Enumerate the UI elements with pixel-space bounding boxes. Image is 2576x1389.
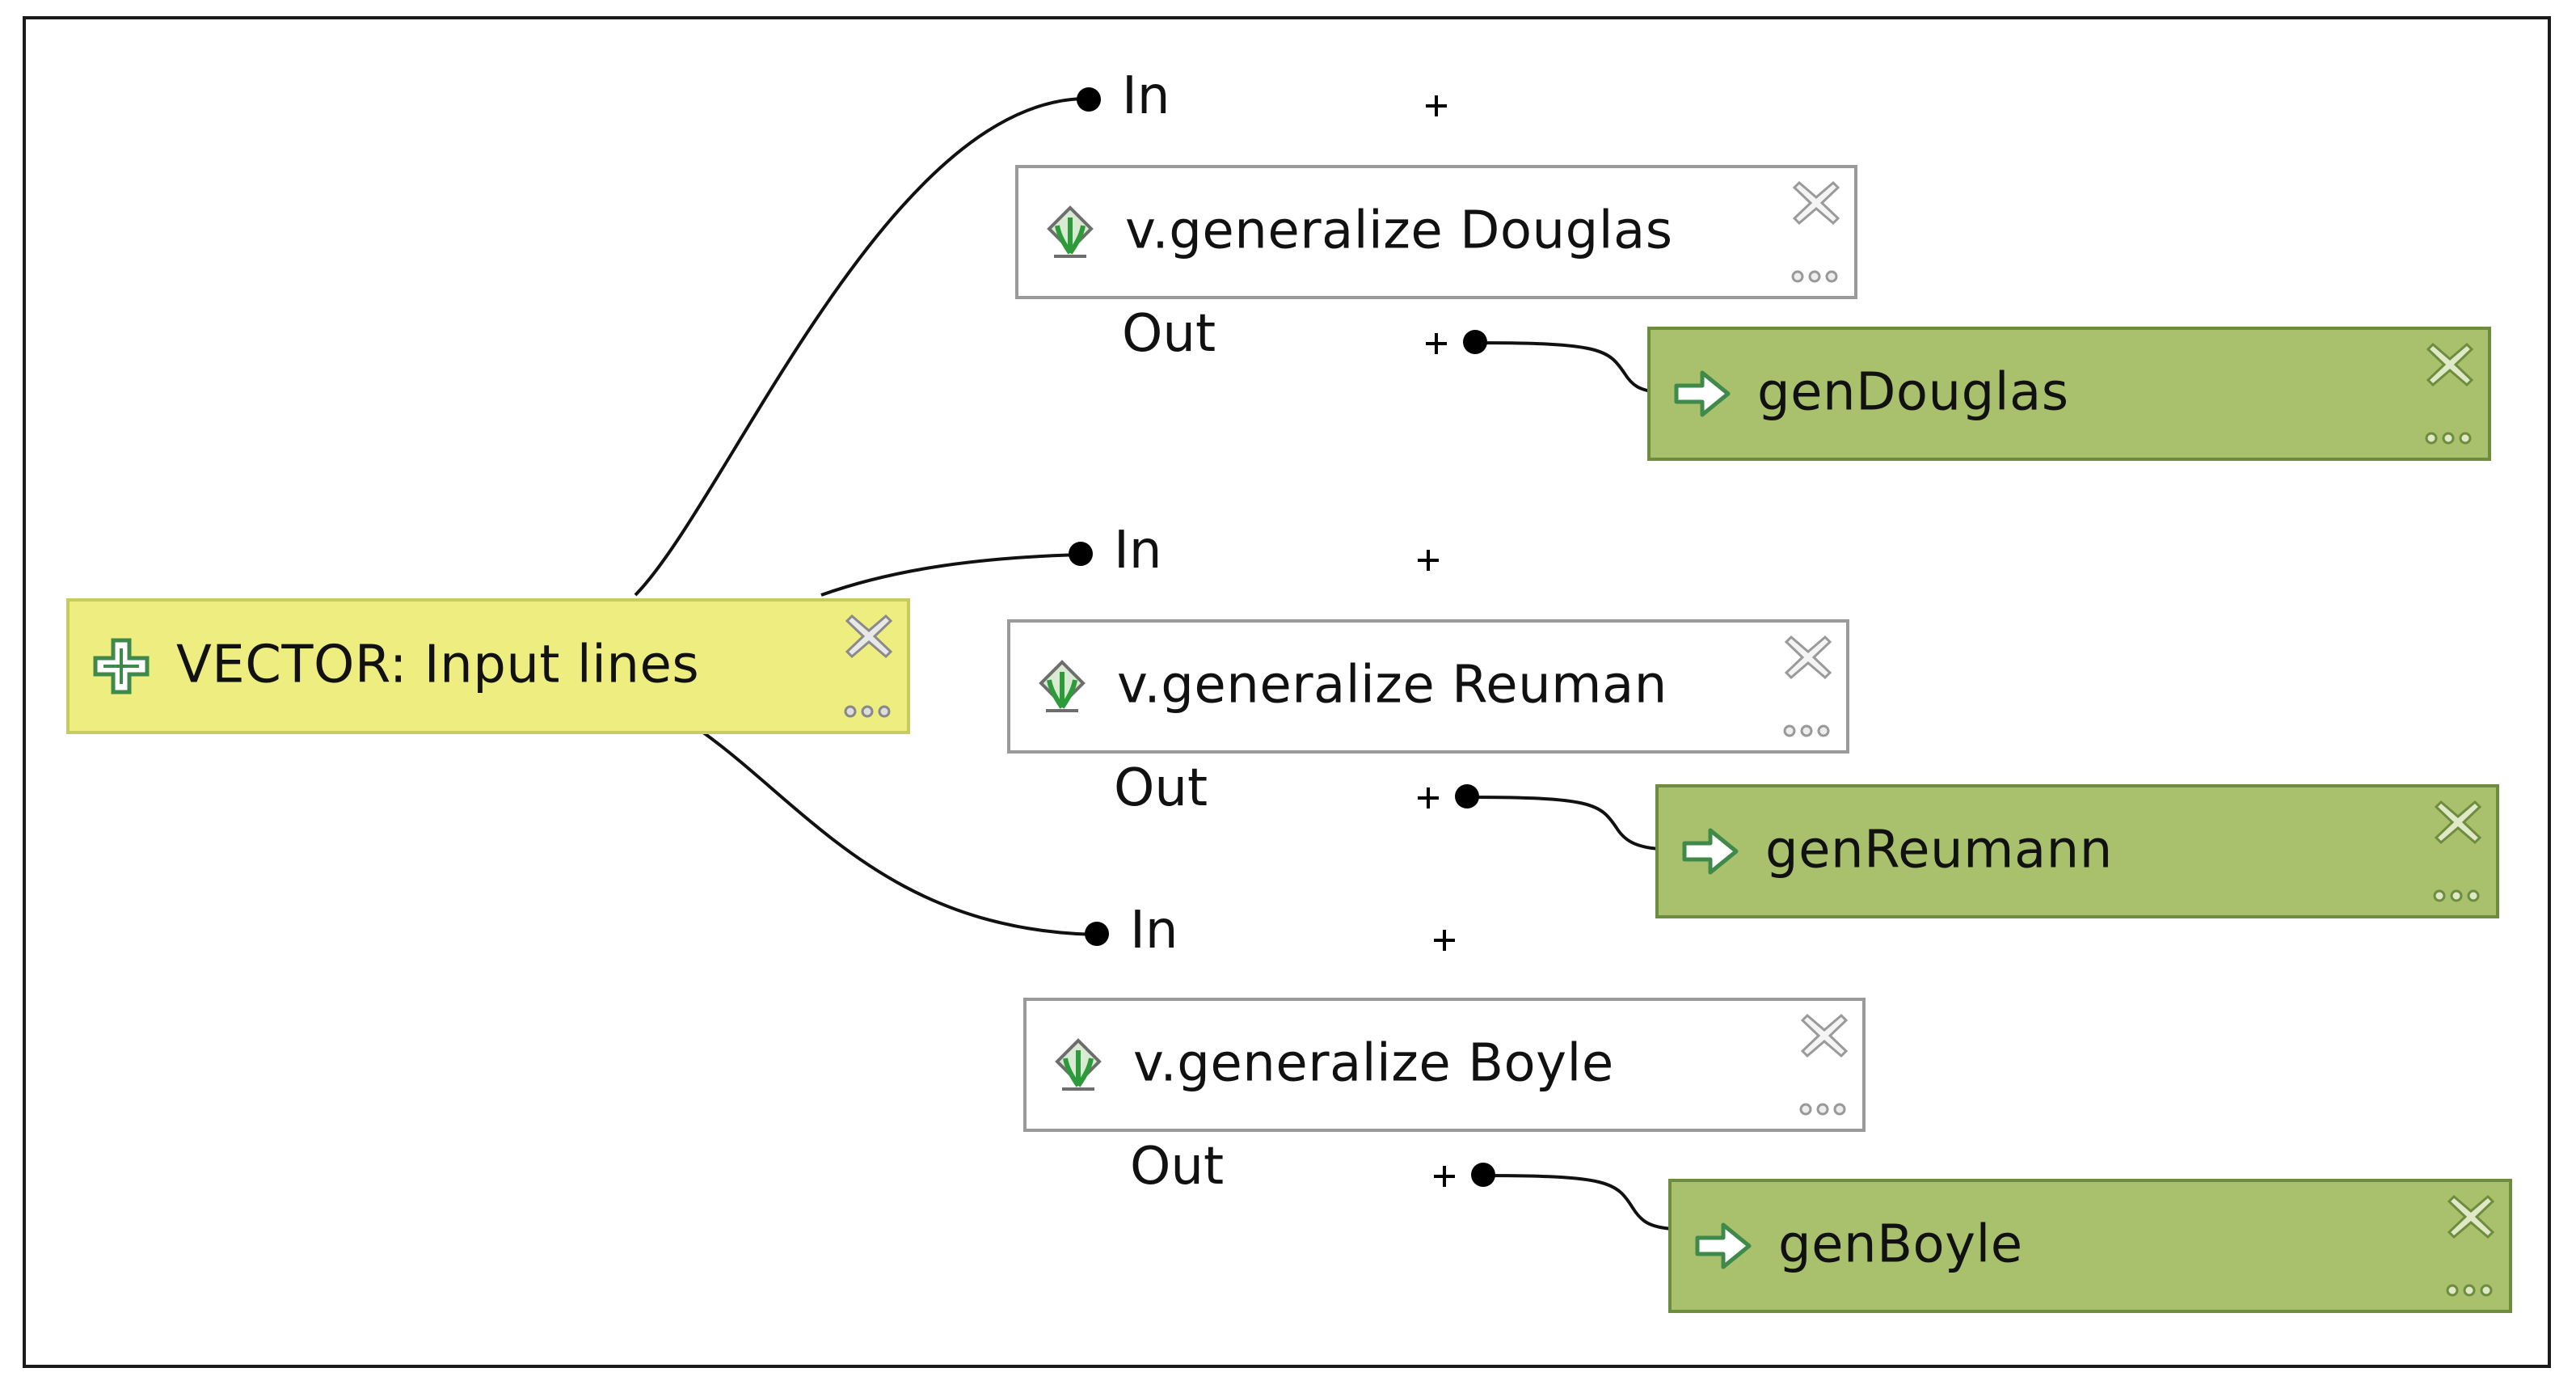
edit-node-more-icon[interactable] [2423,430,2473,446]
remove-node-icon[interactable] [2425,340,2475,390]
algorithm-node-label: v.generalize Reuman [1117,655,1667,716]
grass-icon [1047,205,1094,258]
edit-node-more-icon[interactable] [2431,888,2481,904]
output-node-label: genReumann [1765,820,2113,880]
in-port-dot-reuman[interactable] [1069,542,1093,566]
output-node-genboyle[interactable]: genBoyle [1668,1179,2512,1313]
in-port-label-douglas: In [1122,66,1170,126]
arrow-right-icon [1674,370,1731,417]
algorithm-node-reuman[interactable]: v.generalize Reuman [1007,619,1849,754]
in-port-label-reuman: In [1114,521,1162,581]
edit-node-more-icon[interactable] [1798,1101,1848,1117]
remove-node-icon[interactable] [1799,1011,1849,1061]
remove-node-icon[interactable] [1783,632,1833,682]
add-output-plus-icon[interactable] [1414,784,1442,812]
in-port-dot-boyle[interactable] [1085,922,1109,946]
output-node-label: genDouglas [1757,362,2069,423]
add-input-plus-icon[interactable] [1431,927,1458,954]
output-node-genreumann[interactable]: genReumann [1655,784,2499,918]
out-port-dot-boyle[interactable] [1471,1163,1495,1187]
arrow-right-icon [1695,1222,1752,1269]
remove-node-icon[interactable] [1791,178,1841,228]
input-node-label: VECTOR: Input lines [176,635,700,695]
algorithm-node-label: v.generalize Boyle [1133,1033,1614,1094]
in-port-label-boyle: In [1130,901,1178,960]
grass-icon [1039,660,1086,712]
remove-node-icon[interactable] [2446,1192,2496,1242]
in-port-dot-douglas[interactable] [1077,87,1101,112]
out-port-label-boyle: Out [1130,1137,1225,1197]
add-output-plus-icon[interactable] [1423,330,1450,357]
algorithm-node-boyle[interactable]: v.generalize Boyle [1023,998,1866,1132]
input-node-vector[interactable]: VECTOR: Input lines [66,598,910,734]
out-port-label-reuman: Out [1114,758,1208,818]
algorithm-node-douglas[interactable]: v.generalize Douglas [1015,165,1857,299]
out-port-label-douglas: Out [1122,304,1216,364]
edit-node-more-icon[interactable] [842,703,892,720]
output-node-gendouglas[interactable]: genDouglas [1647,327,2491,461]
edit-node-more-icon[interactable] [1781,723,1832,739]
remove-node-icon[interactable] [844,611,894,661]
out-port-dot-reuman[interactable] [1455,784,1479,808]
add-input-plus-icon[interactable] [1423,92,1450,120]
output-node-label: genBoyle [1778,1214,2023,1275]
plus-cross-icon [93,638,150,694]
out-port-dot-douglas[interactable] [1463,330,1487,354]
edit-node-more-icon[interactable] [1790,268,1840,285]
remove-node-icon[interactable] [2433,797,2483,847]
arrow-right-icon [1682,828,1739,875]
edit-node-more-icon[interactable] [2444,1282,2494,1298]
add-output-plus-icon[interactable] [1431,1163,1458,1190]
add-input-plus-icon[interactable] [1414,547,1442,574]
algorithm-node-label: v.generalize Douglas [1125,201,1673,261]
grass-icon [1055,1038,1102,1091]
